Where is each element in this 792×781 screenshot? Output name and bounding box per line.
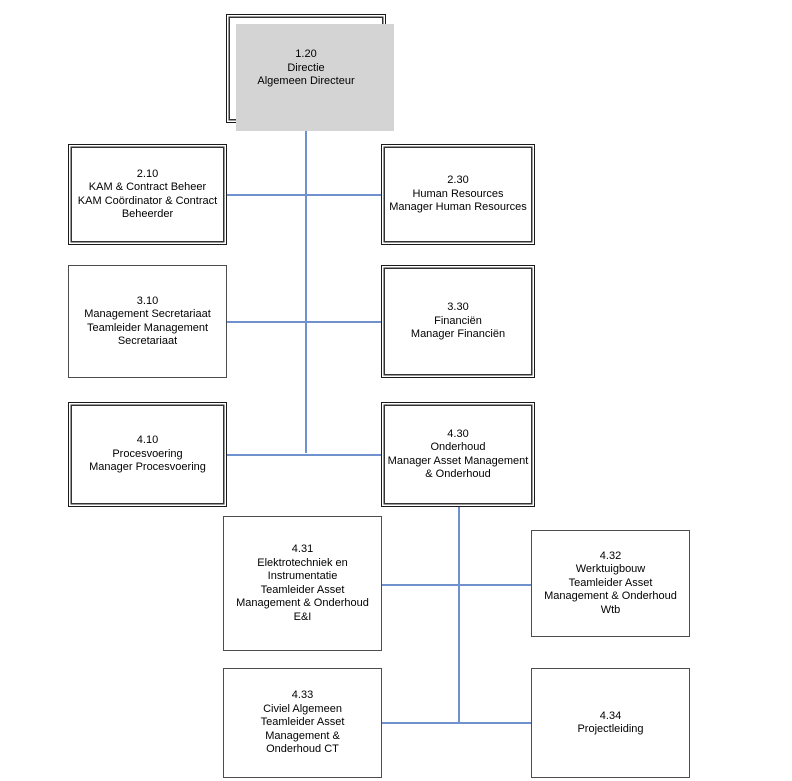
org-node-label-4.34-1: Projectleiding xyxy=(577,723,644,735)
org-node-code-3.10: 3.10 xyxy=(136,294,159,307)
connector-trunk-onderhoud xyxy=(458,507,460,723)
org-node-label-4.30-3: & Onderhoud xyxy=(425,468,491,480)
org-node-code-4.30: 4.30 xyxy=(447,427,469,440)
org-node-label-3.30-2: Manager Financiën xyxy=(410,328,506,341)
org-node-label-3.10-2: Teamleider Management xyxy=(86,321,209,334)
org-node-label-2.10-2: KAM Coördinator & Contract xyxy=(77,194,218,207)
org-node-label-3.10-3: Secretariaat xyxy=(117,335,178,347)
org-node-label-2.10-3: Beheerder xyxy=(121,208,174,220)
org-node-label-4.31-5: E&I xyxy=(293,610,312,623)
org-node-label-4.32-2: Teamleider Asset xyxy=(568,576,653,589)
org-node-code-2.30: 2.30 xyxy=(447,174,469,187)
org-node-label-4.30-2: Manager Asset Management xyxy=(387,454,529,467)
org-node-label-4.31-4: Management & Onderhoud xyxy=(236,597,369,609)
org-node-label-4.30-1: Onderhoud xyxy=(430,441,486,453)
org-node-label-2.30-2: Manager Human Resources xyxy=(389,201,527,214)
org-node-label-1.20-1: Directie xyxy=(287,61,325,74)
connector-branch-431-432 xyxy=(382,584,531,586)
org-node-label-4.33-2: Teamleider Asset xyxy=(260,716,345,729)
org-node-label-4.31-1: Elektrotechniek en xyxy=(257,556,348,569)
org-node-code-1.20: 1.20 xyxy=(295,48,317,61)
org-node-code-4.10: 4.10 xyxy=(136,434,159,447)
org-node-label-1.20-2: Algemeen Directeur xyxy=(257,75,355,88)
connector-branch-3-level xyxy=(227,321,381,323)
org-node-code-4.34: 4.34 xyxy=(599,709,622,722)
connector-branch-433-434 xyxy=(382,722,531,724)
org-node-label-3.30-1: Financiën xyxy=(434,314,482,327)
org-node-code-3.30: 3.30 xyxy=(447,301,469,314)
org-node-code-4.32: 4.32 xyxy=(599,549,622,562)
org-node-code-2.10: 2.10 xyxy=(136,167,159,180)
org-node-label-4.31-2: Instrumentatie xyxy=(267,570,338,582)
connector-branch-2-level xyxy=(227,194,381,196)
org-node-label-4.32-4: Wtb xyxy=(600,603,621,616)
org-node-label-2.10-1: KAM & Contract Beheer xyxy=(88,181,207,193)
org-node-label-4.10-2: Manager Procesvoering xyxy=(89,461,206,474)
org-node-label-4.31-3: Teamleider Asset xyxy=(260,583,345,596)
org-node-label-4.10-1: Procesvoering xyxy=(112,447,183,460)
org-node-label-4.33-1: Civiel Algemeen xyxy=(263,702,342,715)
org-node-code-4.33: 4.33 xyxy=(291,689,314,702)
org-node-label-4.33-3: Management & xyxy=(265,729,340,742)
org-node-label-3.10-1: Management Secretariaat xyxy=(84,308,211,320)
connector-branch-4-level xyxy=(227,454,381,456)
org-node-label-4.32-3: Management & Onderhoud xyxy=(544,590,677,603)
org-node-label-2.30-1: Human Resources xyxy=(412,187,504,200)
org-node-label-4.32-1: Werktuigbouw xyxy=(575,563,646,576)
connector-trunk-main xyxy=(305,123,307,453)
org-node-code-4.31: 4.31 xyxy=(291,543,314,555)
org-node-label-4.33-4: Onderhoud CT xyxy=(266,743,339,756)
